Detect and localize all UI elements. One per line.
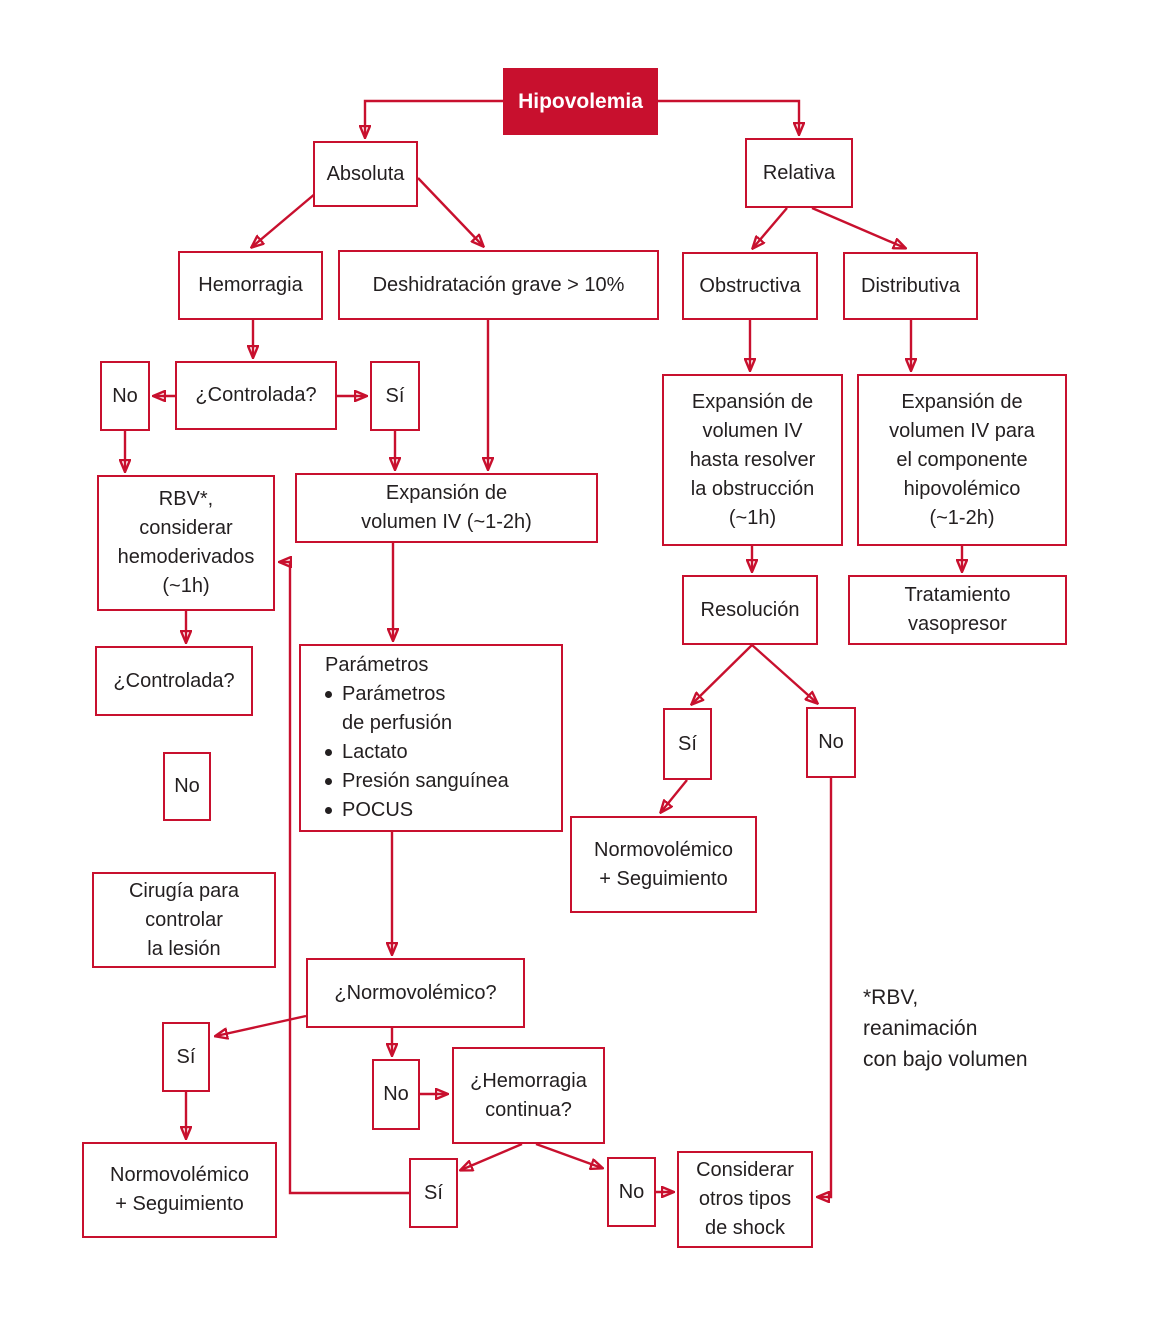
- edge-resolucion-no3: [751, 644, 817, 703]
- edge-no3-considerar: [818, 778, 833, 1197]
- edge-normovolemico-si3: [216, 1014, 307, 1036]
- node-no-controlada1: No: [100, 361, 150, 431]
- parametros-bullet-pocus: POCUS: [325, 796, 413, 825]
- parametros-heading: Parámetros: [325, 654, 429, 676]
- node-resolucion: Resolución: [682, 575, 818, 645]
- node-tratamiento-vasopresor: Tratamiento vasopresor: [848, 575, 1067, 645]
- footnote-rbv: *RBV, reanimación con bajo volumen: [863, 986, 1028, 1071]
- node-expansion-iv: Expansión de volumen IV (~1-2h): [295, 473, 598, 543]
- node-hemorragia-continua: ¿Hemorragia continua?: [452, 1047, 605, 1144]
- edge-relativa-distributiva: [811, 206, 905, 248]
- node-controlada1: ¿Controlada?: [175, 361, 337, 430]
- node-relativa: Relativa: [745, 138, 853, 208]
- node-normovolemico-pregunta: ¿Normovolémico?: [306, 958, 525, 1028]
- edge-hipovolemia-relativa: [658, 99, 799, 134]
- node-si-hemorragia-continua: Sí: [409, 1158, 458, 1228]
- parametros-bullet-lactato: Lactato: [325, 738, 408, 767]
- edge-relativa-obstructiva: [753, 207, 788, 248]
- edge-si2-normo-seg1: [661, 779, 688, 812]
- bullet-text: Presión sanguínea: [342, 770, 509, 792]
- edge-absoluta-hemorragia: [252, 192, 317, 247]
- node-hemorragia: Hemorragia: [178, 251, 323, 320]
- edge-hipovolemia-absoluta: [365, 99, 503, 137]
- node-si-controlada1: Sí: [370, 361, 420, 431]
- edge-hemorragia-continua-si4: [461, 1142, 523, 1170]
- node-normovolemico-seguimiento-2: Normovolémico + Seguimiento: [82, 1142, 277, 1238]
- node-distributiva: Distributiva: [843, 252, 978, 320]
- bullet-dot: [325, 778, 332, 785]
- parametros-bullet-presion: Presión sanguínea: [325, 767, 509, 796]
- bullet-dot: [325, 807, 332, 814]
- node-considerar-otros-shock: Considerar otros tipos de shock: [677, 1151, 813, 1248]
- node-normovolemico-seguimiento-1: Normovolémico + Seguimiento: [570, 816, 757, 913]
- bullet-text: Parámetros de perfusión: [342, 683, 453, 734]
- parametros-bullet-perfusion: Parámetros de perfusión: [325, 680, 452, 738]
- edge-hemorragia-continua-no5: [535, 1142, 602, 1168]
- bullet-dot: [325, 691, 332, 698]
- node-no-normovolemico: No: [372, 1059, 420, 1130]
- node-si-resolucion: Sí: [663, 708, 712, 780]
- node-absoluta: Absoluta: [313, 141, 418, 207]
- node-deshidratacion: Deshidratación grave > 10%: [338, 250, 659, 320]
- edge-absoluta-deshidratacion: [417, 177, 483, 246]
- edge-si4-rbv-loop: [280, 562, 409, 1195]
- node-parametros: Parámetros Parámetros de perfusión Lacta…: [299, 644, 563, 832]
- node-no-controlada2: No: [163, 752, 211, 821]
- node-no-resolucion: No: [806, 707, 856, 778]
- bullet-text: POCUS: [342, 799, 414, 821]
- node-rbv: RBV*, considerar hemoderivados (~1h): [97, 475, 275, 611]
- node-si-normovolemico: Sí: [162, 1022, 210, 1092]
- bullet-text: Lactato: [342, 741, 408, 763]
- node-expansion-obstruccion: Expansión de volumen IV hasta resolver l…: [662, 374, 843, 546]
- node-obstructiva: Obstructiva: [682, 252, 818, 320]
- node-no-hemorragia-continua: No: [607, 1157, 656, 1227]
- node-cirugia: Cirugía para controlar la lesión: [92, 872, 276, 968]
- edge-resolucion-si2: [692, 644, 753, 704]
- node-hipovolemia: Hipovolemia: [503, 68, 658, 135]
- node-controlada2: ¿Controlada?: [95, 646, 253, 716]
- node-expansion-componente: Expansión de volumen IV para el componen…: [857, 374, 1067, 546]
- bullet-dot: [325, 749, 332, 756]
